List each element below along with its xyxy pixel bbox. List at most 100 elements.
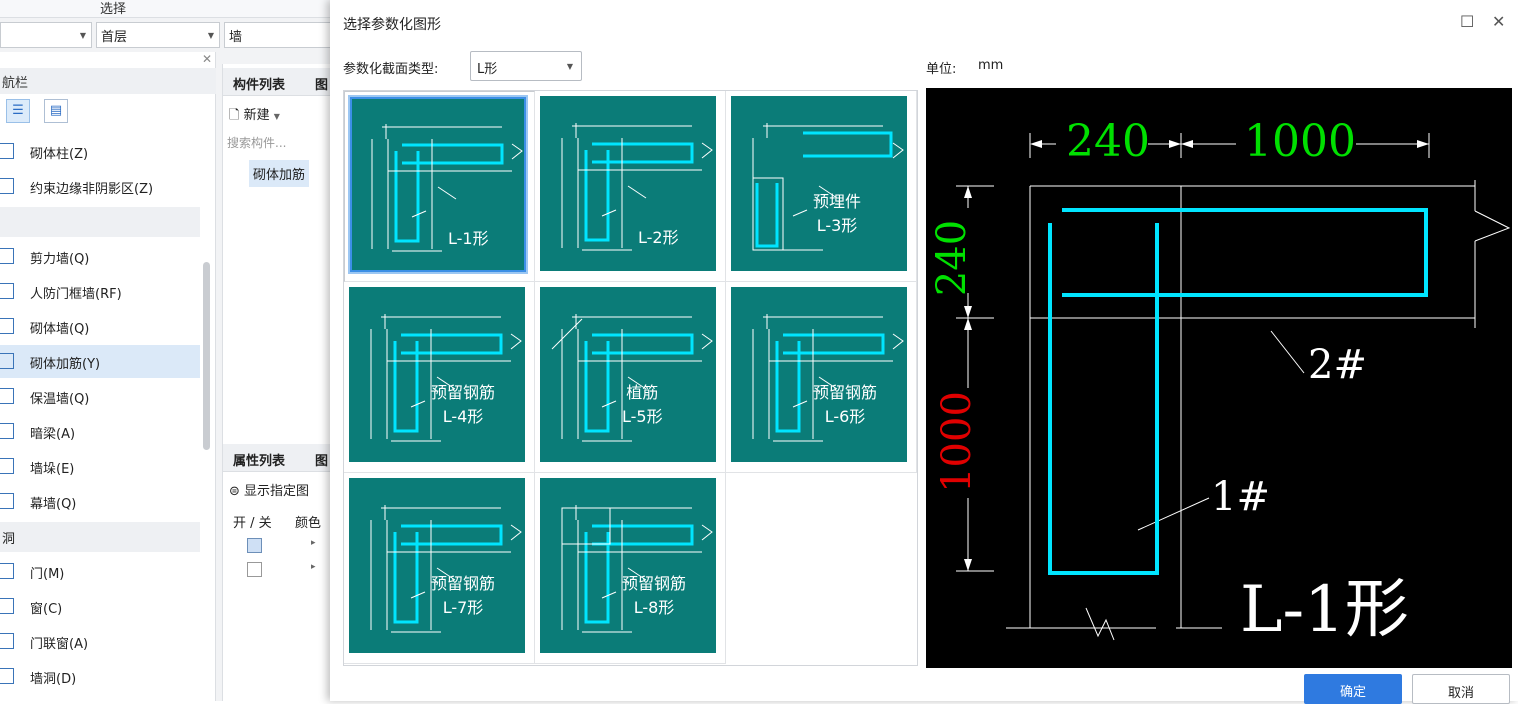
shape-name: 预留钢筋 L-6形 — [813, 383, 878, 426]
sidebar-item[interactable]: 砌体加筋(Y) — [0, 345, 200, 378]
nav-title: 航栏 — [0, 68, 216, 94]
dim-ls2: 1000 — [1244, 116, 1356, 167]
component-icon — [0, 353, 14, 369]
unit-value: mm — [978, 58, 1004, 73]
sidebar-item[interactable]: 人防门框墙(RF) — [0, 275, 200, 308]
component-icon — [0, 563, 14, 579]
toolbar-title: 选择 — [100, 2, 127, 17]
shape-thumbnail[interactable]: 预留钢筋 L-4形 — [349, 287, 525, 462]
chevron-down-icon: ▼ — [207, 31, 214, 40]
shape-diagram — [561, 505, 713, 633]
close-icon[interactable]: ✕ — [1492, 12, 1506, 31]
col-onoff: 开 / 关 — [233, 516, 272, 531]
section-type-select[interactable]: L形▼ — [470, 51, 582, 81]
nav-group-opening[interactable]: 洞 — [0, 522, 200, 552]
dialog-title: 选择参数化图形 — [343, 17, 441, 33]
sidebar-item-label: 暗梁(A) — [30, 427, 76, 442]
sidebar-item[interactable]: 门(M) — [0, 555, 200, 588]
ok-button[interactable]: 确定 — [1304, 674, 1402, 704]
checkbox[interactable] — [247, 562, 262, 577]
shape-name: L-1形 — [448, 229, 489, 248]
sidebar-item-label: 砌体加筋(Y) — [30, 357, 101, 372]
checkbox[interactable] — [247, 538, 262, 553]
component-icon — [0, 633, 14, 649]
component-item[interactable]: 砌体加筋 — [249, 160, 310, 187]
shape-name: 预留钢筋 L-7形 — [431, 574, 496, 617]
toolbar-strip: 选择 — [0, 0, 330, 18]
shape-thumbnail[interactable]: 预留钢筋 L-7形 — [349, 478, 525, 653]
unit-label: 单位: — [926, 62, 957, 77]
shape-thumbnail[interactable]: 植筋 L-5形 — [540, 287, 716, 462]
nav-scrollbar[interactable] — [203, 262, 210, 450]
section-type-value: L形 — [477, 62, 498, 77]
category-select[interactable]: 墙 — [224, 22, 334, 48]
floor-select[interactable]: 首层 ▼ — [96, 22, 220, 48]
component-icon — [0, 178, 14, 194]
shape-preview: 240 1000 240 1000 2# 1# L-1形 — [926, 88, 1512, 668]
component-icon — [0, 668, 14, 684]
shape-name: L-2形 — [638, 228, 679, 247]
expand-icon[interactable]: ▸ — [311, 538, 316, 548]
new-doc-icon: 🗋 — [229, 108, 240, 123]
sidebar-item[interactable]: 墙垛(E) — [0, 450, 200, 483]
shape-option[interactable]: 预留钢筋 L-8形 — [535, 473, 726, 664]
close-icon[interactable]: ✕ — [202, 52, 213, 66]
sidebar-item[interactable]: 幕墙(Q) — [0, 485, 200, 518]
component-icon — [0, 248, 14, 264]
sidebar-item[interactable]: 砌体墙(Q) — [0, 310, 200, 343]
component-search-input[interactable]: 搜索构件... — [227, 136, 287, 150]
preview-drawing — [956, 133, 1511, 641]
sidebar-item[interactable]: 暗梁(A) — [0, 415, 200, 448]
shape-thumbnail[interactable]: 预留钢筋 L-8形 — [540, 478, 716, 653]
shape-thumbnail[interactable]: 预留钢筋 L-6形 — [731, 287, 907, 462]
shape-diagram — [370, 314, 522, 442]
sidebar-item[interactable]: 约束边缘非阴影区(Z) — [0, 170, 200, 203]
show-specified-button[interactable]: ⊜ 显示指定图 — [229, 480, 309, 499]
sidebar-item[interactable]: 墙洞(D) — [0, 660, 200, 693]
shape-option[interactable]: 植筋 L-5形 — [535, 282, 726, 473]
sidebar-item-label: 墙垛(E) — [30, 462, 75, 477]
shape-name: 预留钢筋 L-4形 — [431, 383, 496, 426]
shape-option[interactable]: L-1形 — [344, 91, 535, 282]
shape-option[interactable]: L-2形 — [535, 91, 726, 282]
scope-select[interactable]: ▼ — [0, 22, 92, 48]
cancel-button[interactable]: 取消 — [1412, 674, 1510, 704]
shape-grid: L-1形 L-2形 预埋件 L-3形预留钢筋 L-4形 植筋 L-5形预留钢筋 L-6… — [343, 90, 918, 666]
sidebar-item[interactable]: 保温墙(Q) — [0, 380, 200, 413]
sidebar-item[interactable]: 窗(C) — [0, 590, 200, 623]
bar2-label: 2# — [1308, 342, 1367, 388]
shape-option[interactable]: 预留钢筋 L-7形 — [344, 473, 535, 664]
detail-view-icon[interactable]: ▤ — [44, 99, 68, 123]
sidebar-item[interactable]: 门联窗(A) — [0, 625, 200, 658]
tab-component-list[interactable]: 构件列表 — [223, 68, 315, 96]
sidebar-item-label: 门联窗(A) — [30, 637, 89, 652]
expand-icon[interactable]: ▸ — [311, 562, 316, 572]
shape-diagram — [752, 314, 904, 442]
col-color: 颜色 — [295, 516, 322, 531]
category-value: 墙 — [229, 30, 243, 45]
tab-properties[interactable]: 属性列表 — [223, 444, 315, 472]
preview-shape-name: L-1形 — [1240, 573, 1409, 647]
maximize-icon[interactable]: ☐ — [1460, 12, 1475, 31]
sidebar-item[interactable]: 砌体柱(Z) — [0, 135, 200, 168]
shape-diagram — [752, 123, 904, 251]
list-view-icon[interactable]: ☰ — [6, 99, 30, 123]
sidebar-item-label: 墙洞(D) — [30, 672, 77, 687]
shape-option[interactable]: 预留钢筋 L-4形 — [344, 282, 535, 473]
component-icon — [0, 423, 14, 439]
layers-icon: ⊜ — [229, 484, 240, 499]
component-icon — [0, 458, 14, 474]
new-label: 新建 — [243, 108, 270, 123]
shape-thumbnail[interactable]: 预埋件 L-3形 — [731, 96, 907, 271]
shape-option[interactable]: 预埋件 L-3形 — [726, 91, 917, 282]
nav-group-wall[interactable] — [0, 207, 200, 237]
sidebar-item[interactable]: 剪力墙(Q) — [0, 240, 200, 273]
shape-thumbnail[interactable]: L-1形 — [350, 97, 526, 272]
new-button[interactable]: 🗋 新建 ▼ — [229, 104, 280, 128]
shape-option[interactable]: 预留钢筋 L-6形 — [726, 282, 917, 473]
component-icon — [0, 598, 14, 614]
shape-thumbnail[interactable]: L-2形 — [540, 96, 716, 271]
rebar-lines — [1048, 208, 1428, 575]
floor-value: 首层 — [101, 30, 128, 45]
